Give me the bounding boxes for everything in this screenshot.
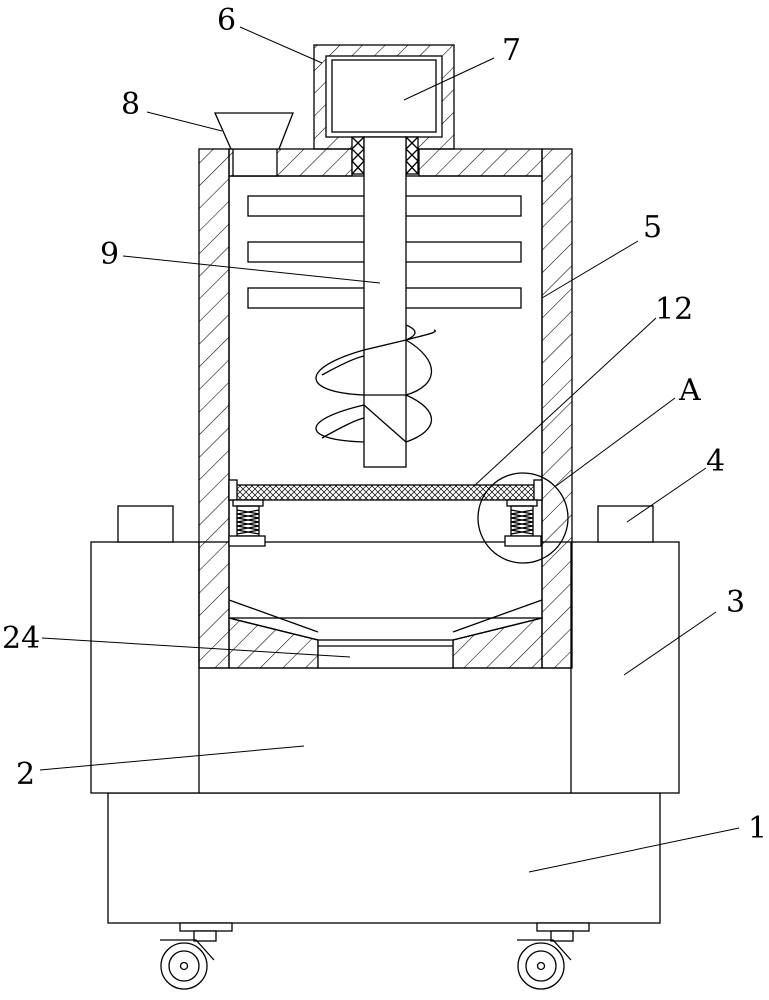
label-2: 2 bbox=[16, 757, 35, 792]
motor-part-7 bbox=[332, 60, 436, 132]
label-12: 12 bbox=[655, 292, 693, 327]
caster-wheel-left bbox=[160, 923, 232, 989]
label-9: 9 bbox=[100, 237, 119, 272]
caster-wheel-right bbox=[517, 923, 589, 989]
label-5: 5 bbox=[643, 210, 662, 245]
hopper-part-8 bbox=[215, 113, 293, 149]
motor-part-4 bbox=[118, 506, 653, 542]
stirring-shaft-part-9 bbox=[248, 137, 521, 467]
label-4: 4 bbox=[706, 444, 725, 479]
label-6: 6 bbox=[217, 3, 236, 38]
label-7: 7 bbox=[502, 33, 521, 68]
base-part-1 bbox=[108, 793, 660, 923]
outlet-part-24 bbox=[318, 640, 453, 668]
label-24: 24 bbox=[2, 621, 40, 656]
label-3: 3 bbox=[726, 585, 745, 620]
label-1: 1 bbox=[748, 811, 767, 846]
screen-part-12 bbox=[229, 480, 542, 546]
label-8: 8 bbox=[121, 87, 140, 122]
label-a: A bbox=[678, 373, 701, 408]
